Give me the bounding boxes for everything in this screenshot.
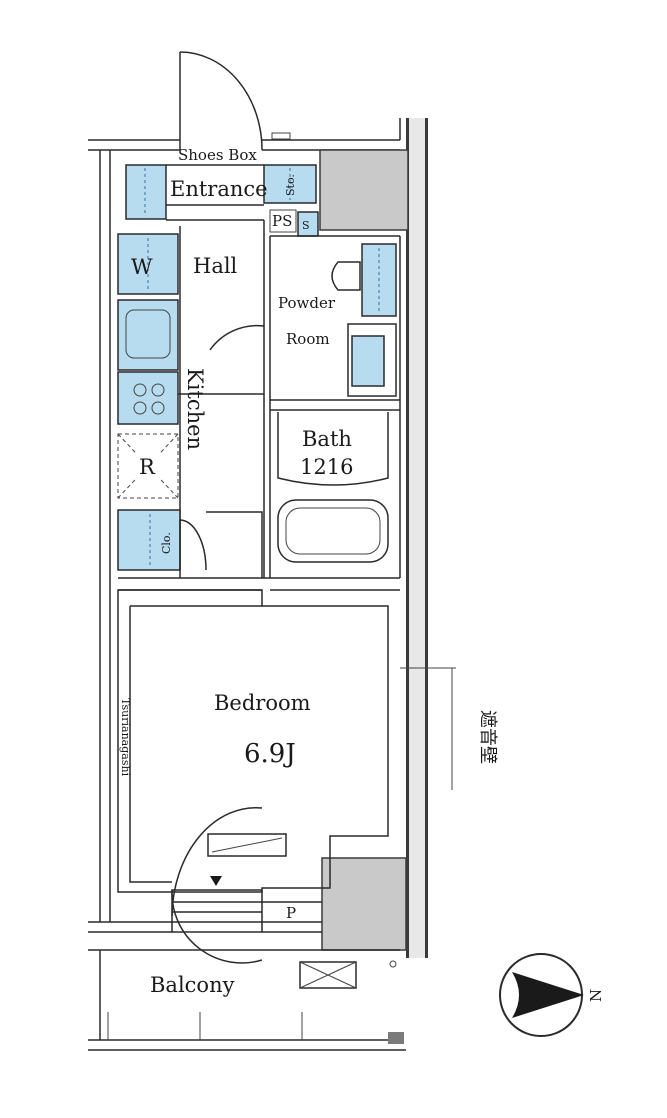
exterior-walls <box>88 118 428 958</box>
w-label: W <box>131 255 153 279</box>
north-label: N <box>587 989 605 1002</box>
powder-label-2: Room <box>286 330 330 348</box>
kitchen-label: Kitchen <box>183 368 207 450</box>
p-label: P <box>286 904 296 922</box>
entrance-label: Entrance <box>170 177 268 201</box>
kitchen: Kitchen <box>117 299 207 450</box>
bath-size-label: 1216 <box>300 455 353 479</box>
hall: Hall W <box>117 233 238 295</box>
compass-needle-icon <box>512 972 584 1018</box>
soundproof-wall: 遮音壁 <box>400 667 498 790</box>
r-label: R <box>139 455 156 479</box>
s-label: S <box>302 219 310 232</box>
powder-room: Powder Room <box>209 243 397 397</box>
closet: Clo. <box>117 509 263 578</box>
bedroom-label: Bedroom <box>214 691 311 715</box>
soundproof-label: 遮音壁 <box>477 710 498 764</box>
balcony: Balcony <box>88 949 406 1051</box>
sto-label: Sto. <box>284 174 297 196</box>
entrance-area: Shoes Box Entrance Sto. <box>125 146 317 221</box>
balcony-label: Balcony <box>150 973 235 997</box>
tsurianagashi-label: Tsurianagashi <box>119 698 132 777</box>
bath: Bath 1216 <box>277 412 389 563</box>
hall-label: Hall <box>193 254 238 278</box>
powder-label-1: Powder <box>278 294 336 312</box>
ps-label: PS <box>272 212 292 230</box>
shoes-box-label: Shoes Box <box>178 146 257 164</box>
bath-label: Bath <box>302 427 352 451</box>
clo-label: Clo. <box>160 532 173 554</box>
bedroom-size-label: 6.9J <box>244 739 296 769</box>
compass: N <box>499 953 605 1037</box>
balcony-door <box>171 876 263 933</box>
entrance-door <box>179 51 291 151</box>
refrigerator: R <box>117 433 179 499</box>
p-area: P <box>262 901 322 922</box>
interior-walls <box>178 220 401 578</box>
pipe-space: PS S <box>269 209 319 237</box>
bedroom: Bedroom 6.9J Tsurianagashi <box>117 577 400 964</box>
